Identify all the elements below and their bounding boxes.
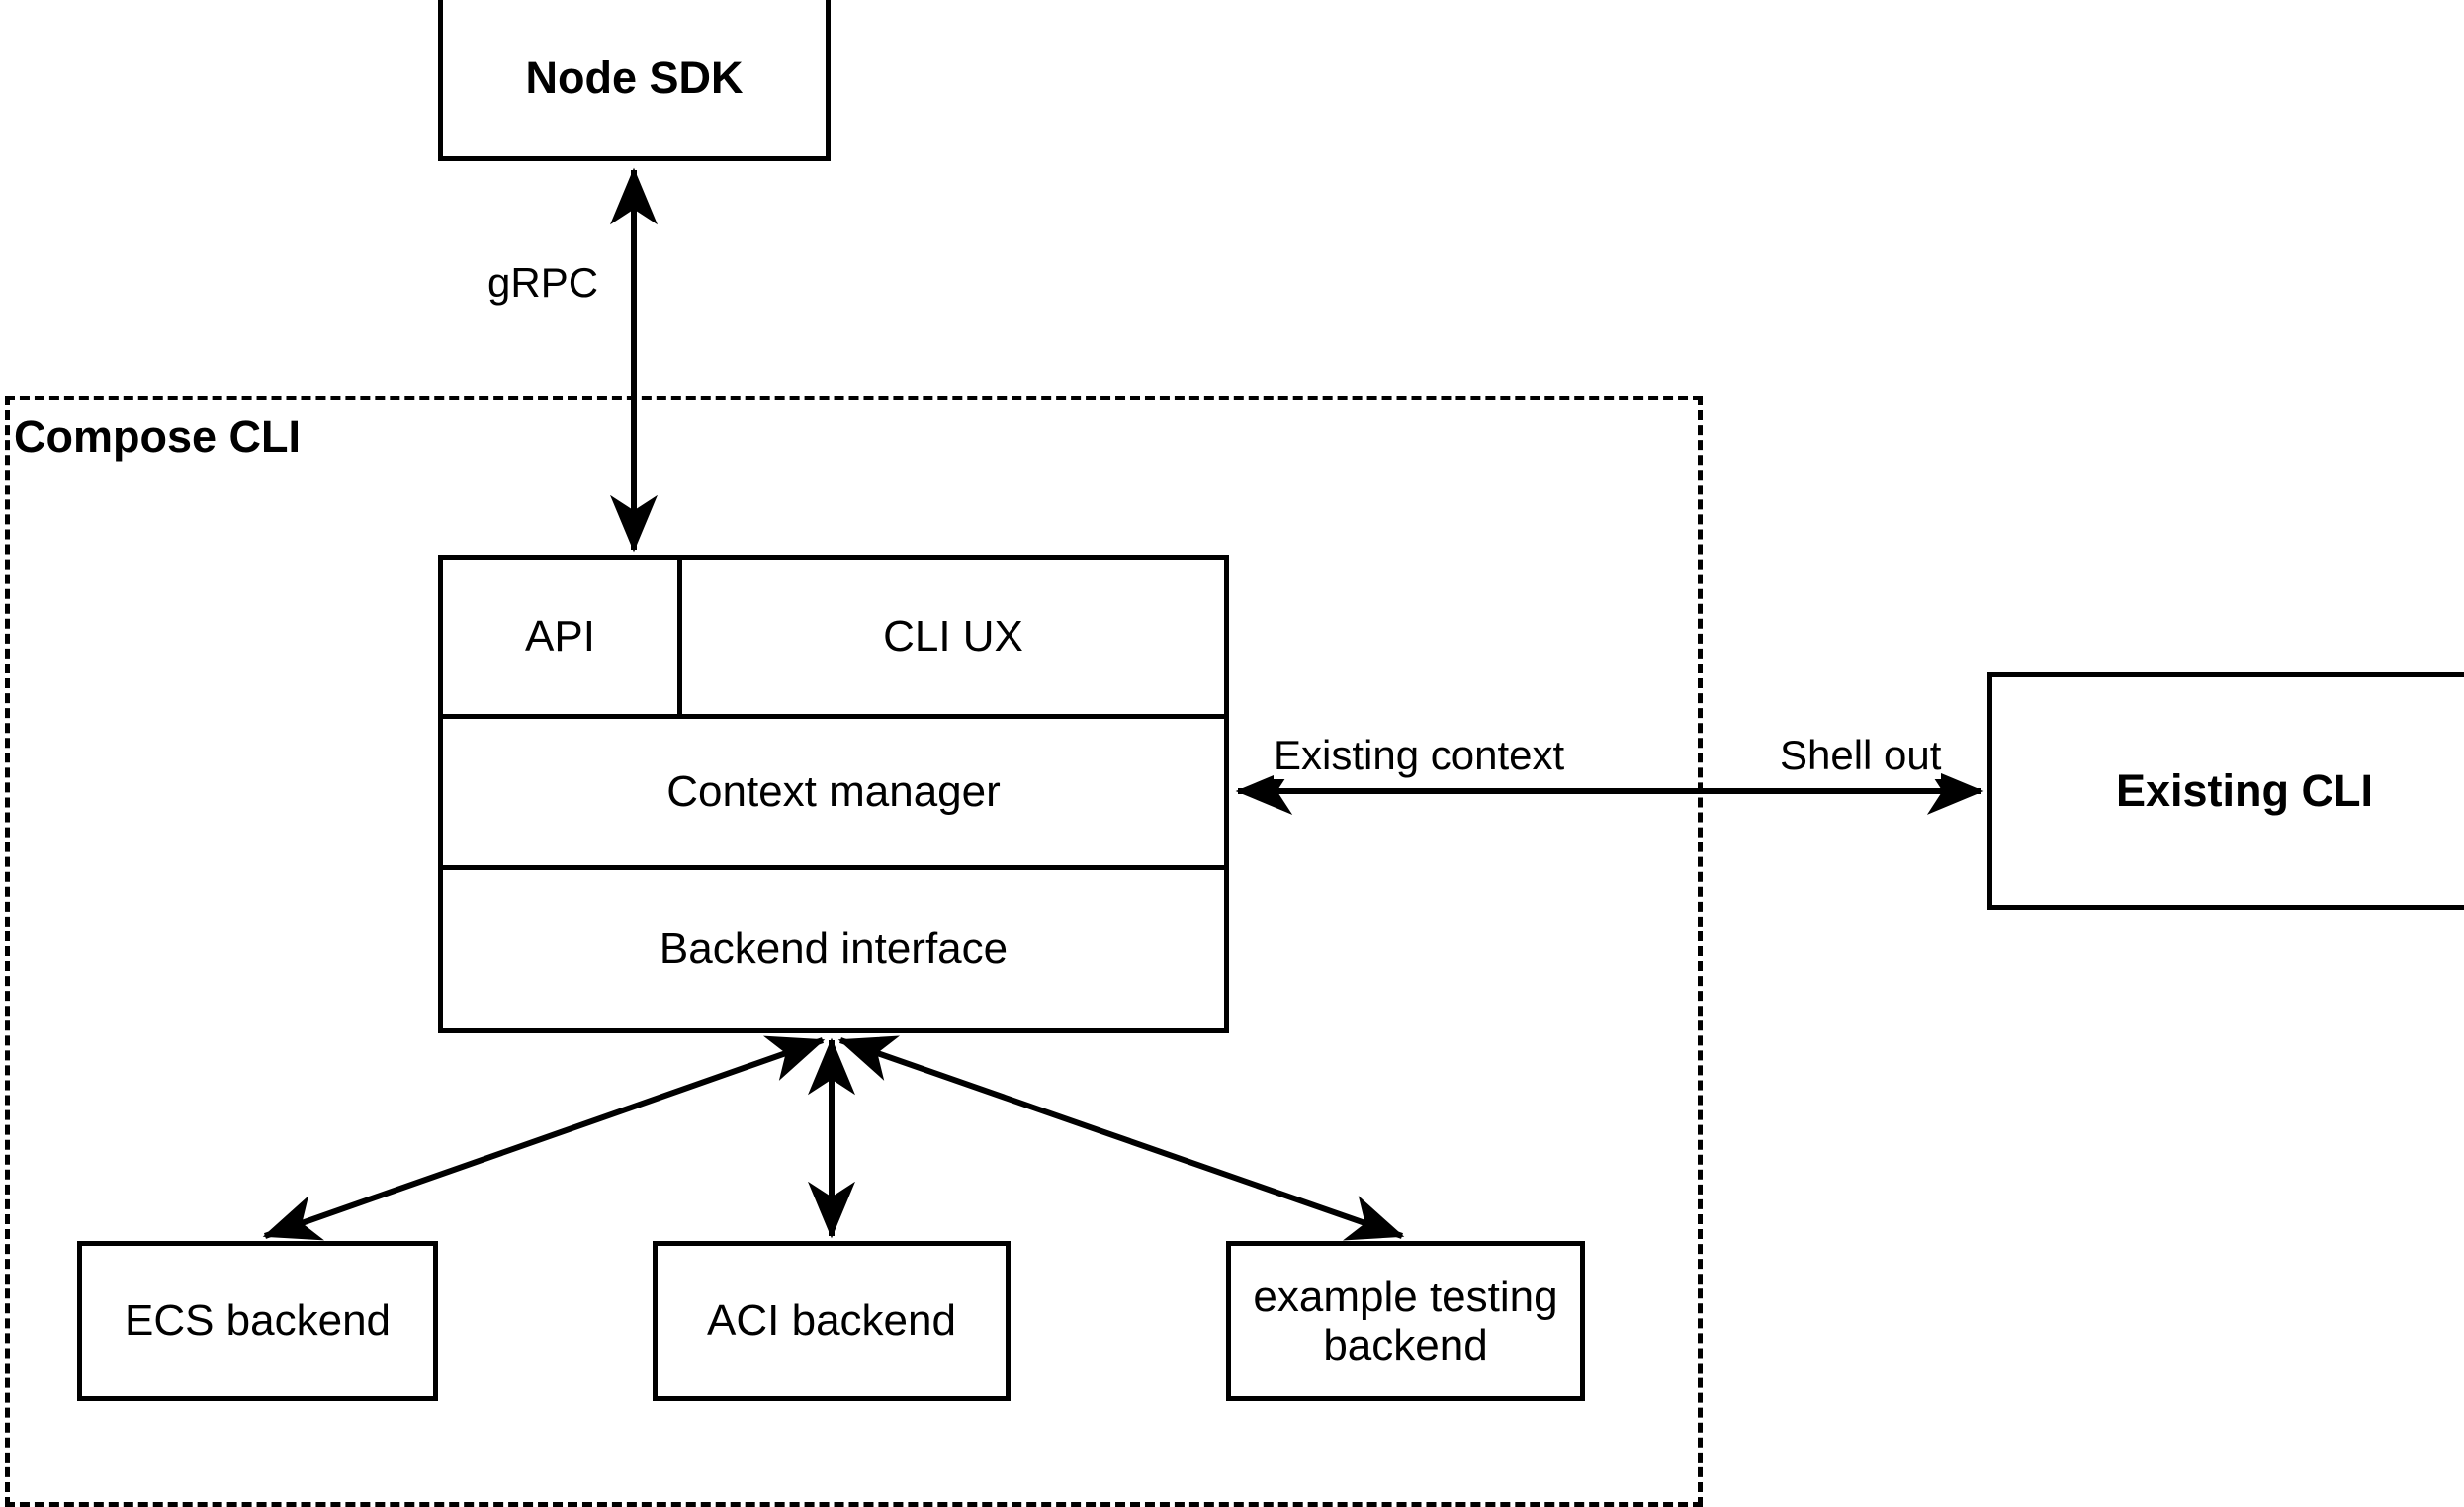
existing-cli-box[interactable]: Existing CLI — [1987, 672, 2464, 910]
compose-cli-boundary-label: Compose CLI — [14, 411, 302, 462]
edge-backend-example — [837, 1035, 1405, 1241]
existing-cli-label: Existing CLI — [2115, 764, 2374, 816]
node-sdk-label: Node SDK — [525, 51, 744, 103]
api-cell[interactable]: API — [443, 560, 682, 714]
example-testing-backend-label: example testing backend — [1253, 1272, 1558, 1370]
cli-ux-label: CLI UX — [883, 612, 1023, 661]
stack-row-api-cliux: API CLI UX — [443, 560, 1224, 714]
aci-backend-box[interactable]: ACI backend — [653, 1241, 1011, 1401]
context-manager-label: Context manager — [666, 767, 1001, 816]
node-sdk-box[interactable]: Node SDK — [438, 0, 831, 161]
backend-interface-label: Backend interface — [659, 925, 1009, 973]
edge-backend-ecs — [262, 1035, 826, 1241]
context-manager-cell[interactable]: Context manager — [443, 714, 1224, 870]
compose-cli-stack: API CLI UX Context manager Backend inter… — [438, 555, 1229, 1033]
cli-ux-cell[interactable]: CLI UX — [682, 560, 1224, 714]
shell-out-edge-label: Shell out — [1780, 732, 1942, 779]
backend-interface-cell[interactable]: Backend interface — [443, 870, 1224, 1028]
existing-context-edge-label: Existing context — [1274, 732, 1565, 779]
ecs-backend-label: ECS backend — [124, 1296, 392, 1346]
grpc-edge-label: gRPC — [487, 259, 599, 307]
aci-backend-label: ACI backend — [707, 1296, 956, 1346]
ecs-backend-box[interactable]: ECS backend — [77, 1241, 438, 1401]
example-testing-backend-box[interactable]: example testing backend — [1226, 1241, 1585, 1401]
api-label: API — [525, 612, 595, 661]
